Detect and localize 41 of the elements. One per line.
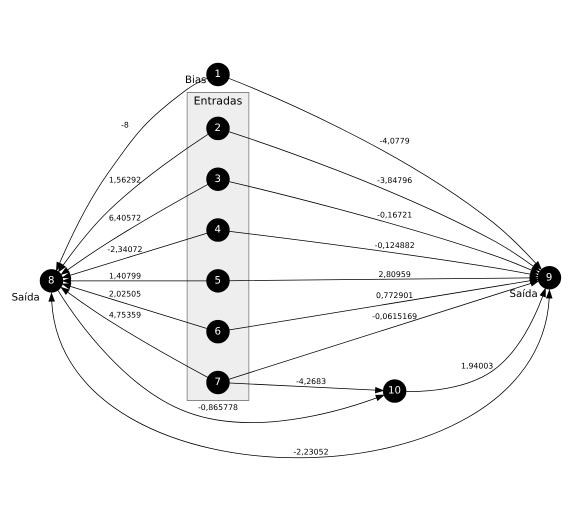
edge-label: -2,34072: [107, 244, 142, 254]
arrow: [48, 289, 552, 458]
arrow: [58, 134, 209, 273]
edge-label: 6,40572: [108, 214, 142, 223]
node-circle: 1: [206, 62, 230, 86]
edge-label: -8: [121, 120, 129, 130]
edge-label: 1,56292: [108, 175, 142, 184]
edge-label: 1,40799: [108, 271, 142, 280]
arrow: [228, 280, 540, 380]
node-circle: 10: [382, 379, 406, 403]
edge-label: -0,0615169: [372, 312, 418, 322]
edge-label: 4,75359: [108, 310, 142, 320]
node-circle: 5: [206, 269, 230, 293]
node-circle: 7: [206, 370, 230, 394]
arrow: [60, 184, 208, 276]
edge-label: 1,94003: [461, 361, 494, 370]
node-circle: 9: [538, 266, 562, 290]
edge-label: -3,84796: [377, 176, 412, 186]
node-circle: 2: [206, 116, 230, 140]
arrow: [58, 290, 386, 423]
edge-label: -0,865778: [198, 402, 238, 412]
arrow: [229, 382, 384, 394]
edge-label: 2,02505: [108, 289, 142, 298]
edge-label: -2,23052: [293, 447, 329, 456]
edge-label: -0,16721: [377, 210, 412, 220]
node-circle: 3: [206, 168, 230, 191]
arrow: [406, 288, 546, 392]
node-circle: 4: [206, 218, 230, 242]
edge-label: 2,80959: [378, 270, 411, 279]
edge-label: -0,124882: [374, 241, 415, 250]
node-label: Saída: [510, 289, 538, 300]
arrow: [61, 283, 208, 329]
arrow: [60, 286, 208, 378]
edge-label: 0,772901: [376, 291, 414, 300]
arrow: [62, 278, 207, 284]
edge-label: -4,0779: [380, 136, 410, 146]
node-label: Saída: [12, 292, 40, 304]
node-circle: 6: [206, 320, 230, 344]
edge-label: -4,2683: [296, 377, 326, 386]
node-circle: 8: [40, 269, 64, 293]
arrow: [61, 232, 208, 278]
